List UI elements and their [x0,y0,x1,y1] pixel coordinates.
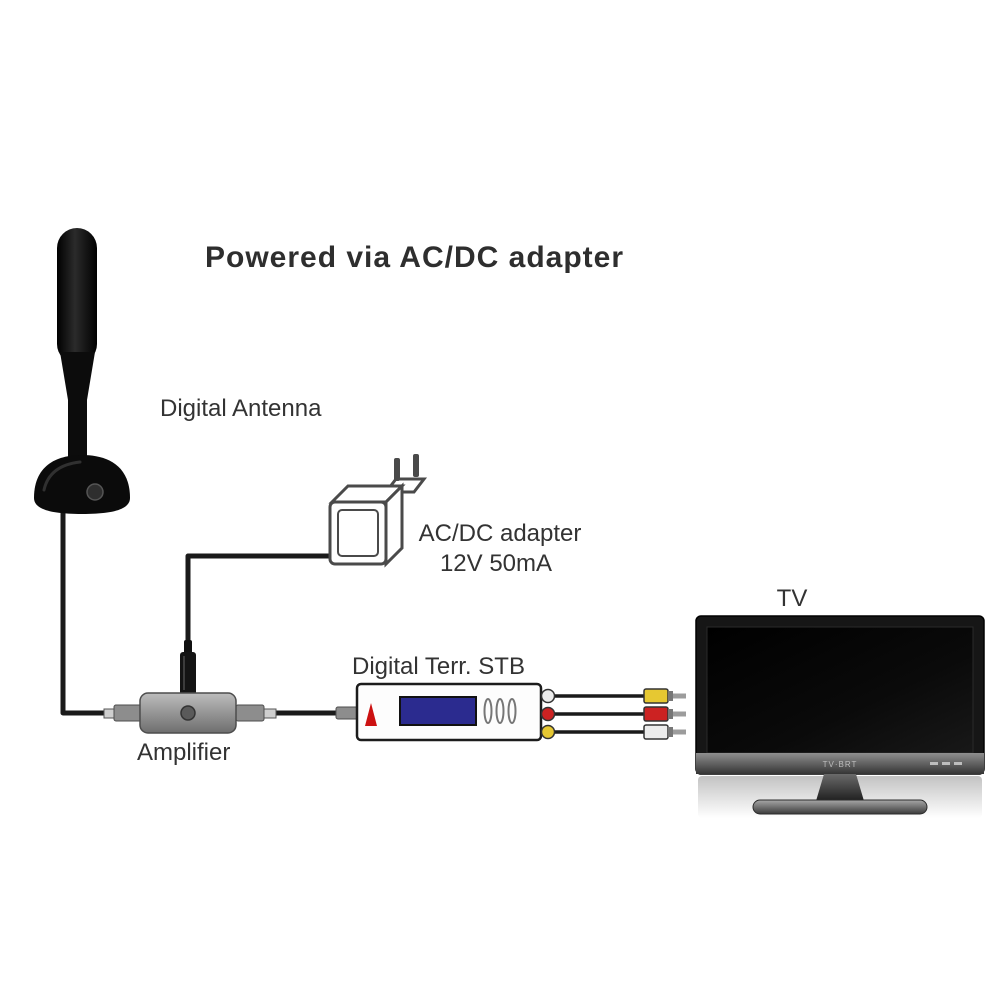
rca-plug-red-body [644,707,668,721]
adapter-spec-label: 12V 50mA [440,550,552,577]
plug-prong-right [413,454,419,477]
antenna-label: Digital Antenna [160,395,322,422]
rca-plug-yellow-body [644,689,668,703]
antenna-neck [68,396,87,462]
tv: TV·BRT [696,616,984,818]
stb-rca-jack-red [542,708,555,721]
power-cable [188,556,345,652]
rca-plug-red-collar [668,709,673,719]
tv-stand-base [753,800,927,814]
rca-plug-white-tip [673,730,686,735]
dc-barrel-connector [180,640,196,696]
antenna-taper [60,352,95,400]
amplifier-right-plug [236,705,264,721]
rca-plug-red-tip [673,712,686,717]
tv-screen [707,627,973,753]
rca-plug-white [644,725,686,739]
diagram-title: Powered via AC/DC adapter [205,241,624,274]
antenna-body [57,228,97,364]
brand-logo [87,484,103,500]
tv-label: TV [777,585,808,612]
rca-plugs [644,689,686,739]
rca-plug-white-collar [668,727,673,737]
rca-plug-white-body [644,725,668,739]
acdc-adapter [330,454,424,564]
tv-control-button-2 [942,762,950,765]
stb [336,684,555,740]
digital-antenna [34,228,130,514]
amplifier [104,693,276,733]
rca-cables [553,696,646,732]
tv-control-button-1 [930,762,938,765]
amplifier-right-plug-tip [264,709,276,718]
stb-rca-jack-yellow [542,726,555,739]
adapter-label: AC/DC adapter [419,520,582,547]
stb-input-plug [336,707,358,719]
tv-brand-logo: TV·BRT [823,760,858,769]
tv-control-buttons [930,762,962,765]
antenna-cable [63,505,112,713]
tv-control-button-3 [954,762,962,765]
antenna-base [34,455,130,514]
tv-stand-neck [816,774,864,801]
stb-display [400,697,476,725]
stb-label: Digital Terr. STB [352,653,525,680]
amplifier-left-plug [114,705,142,721]
rca-plug-yellow-tip [673,694,686,699]
amplifier-label: Amplifier [137,739,230,766]
rca-plug-yellow-collar [668,691,673,701]
rca-plug-red [644,707,686,721]
adapter-side-face [386,486,402,564]
adapter-front-inset [338,510,378,556]
stb-rca-jack-white [542,690,555,703]
amplifier-port [181,706,195,720]
plug-prong-left [394,458,400,481]
rca-plug-yellow [644,689,686,703]
dc-connector-body [180,652,196,696]
